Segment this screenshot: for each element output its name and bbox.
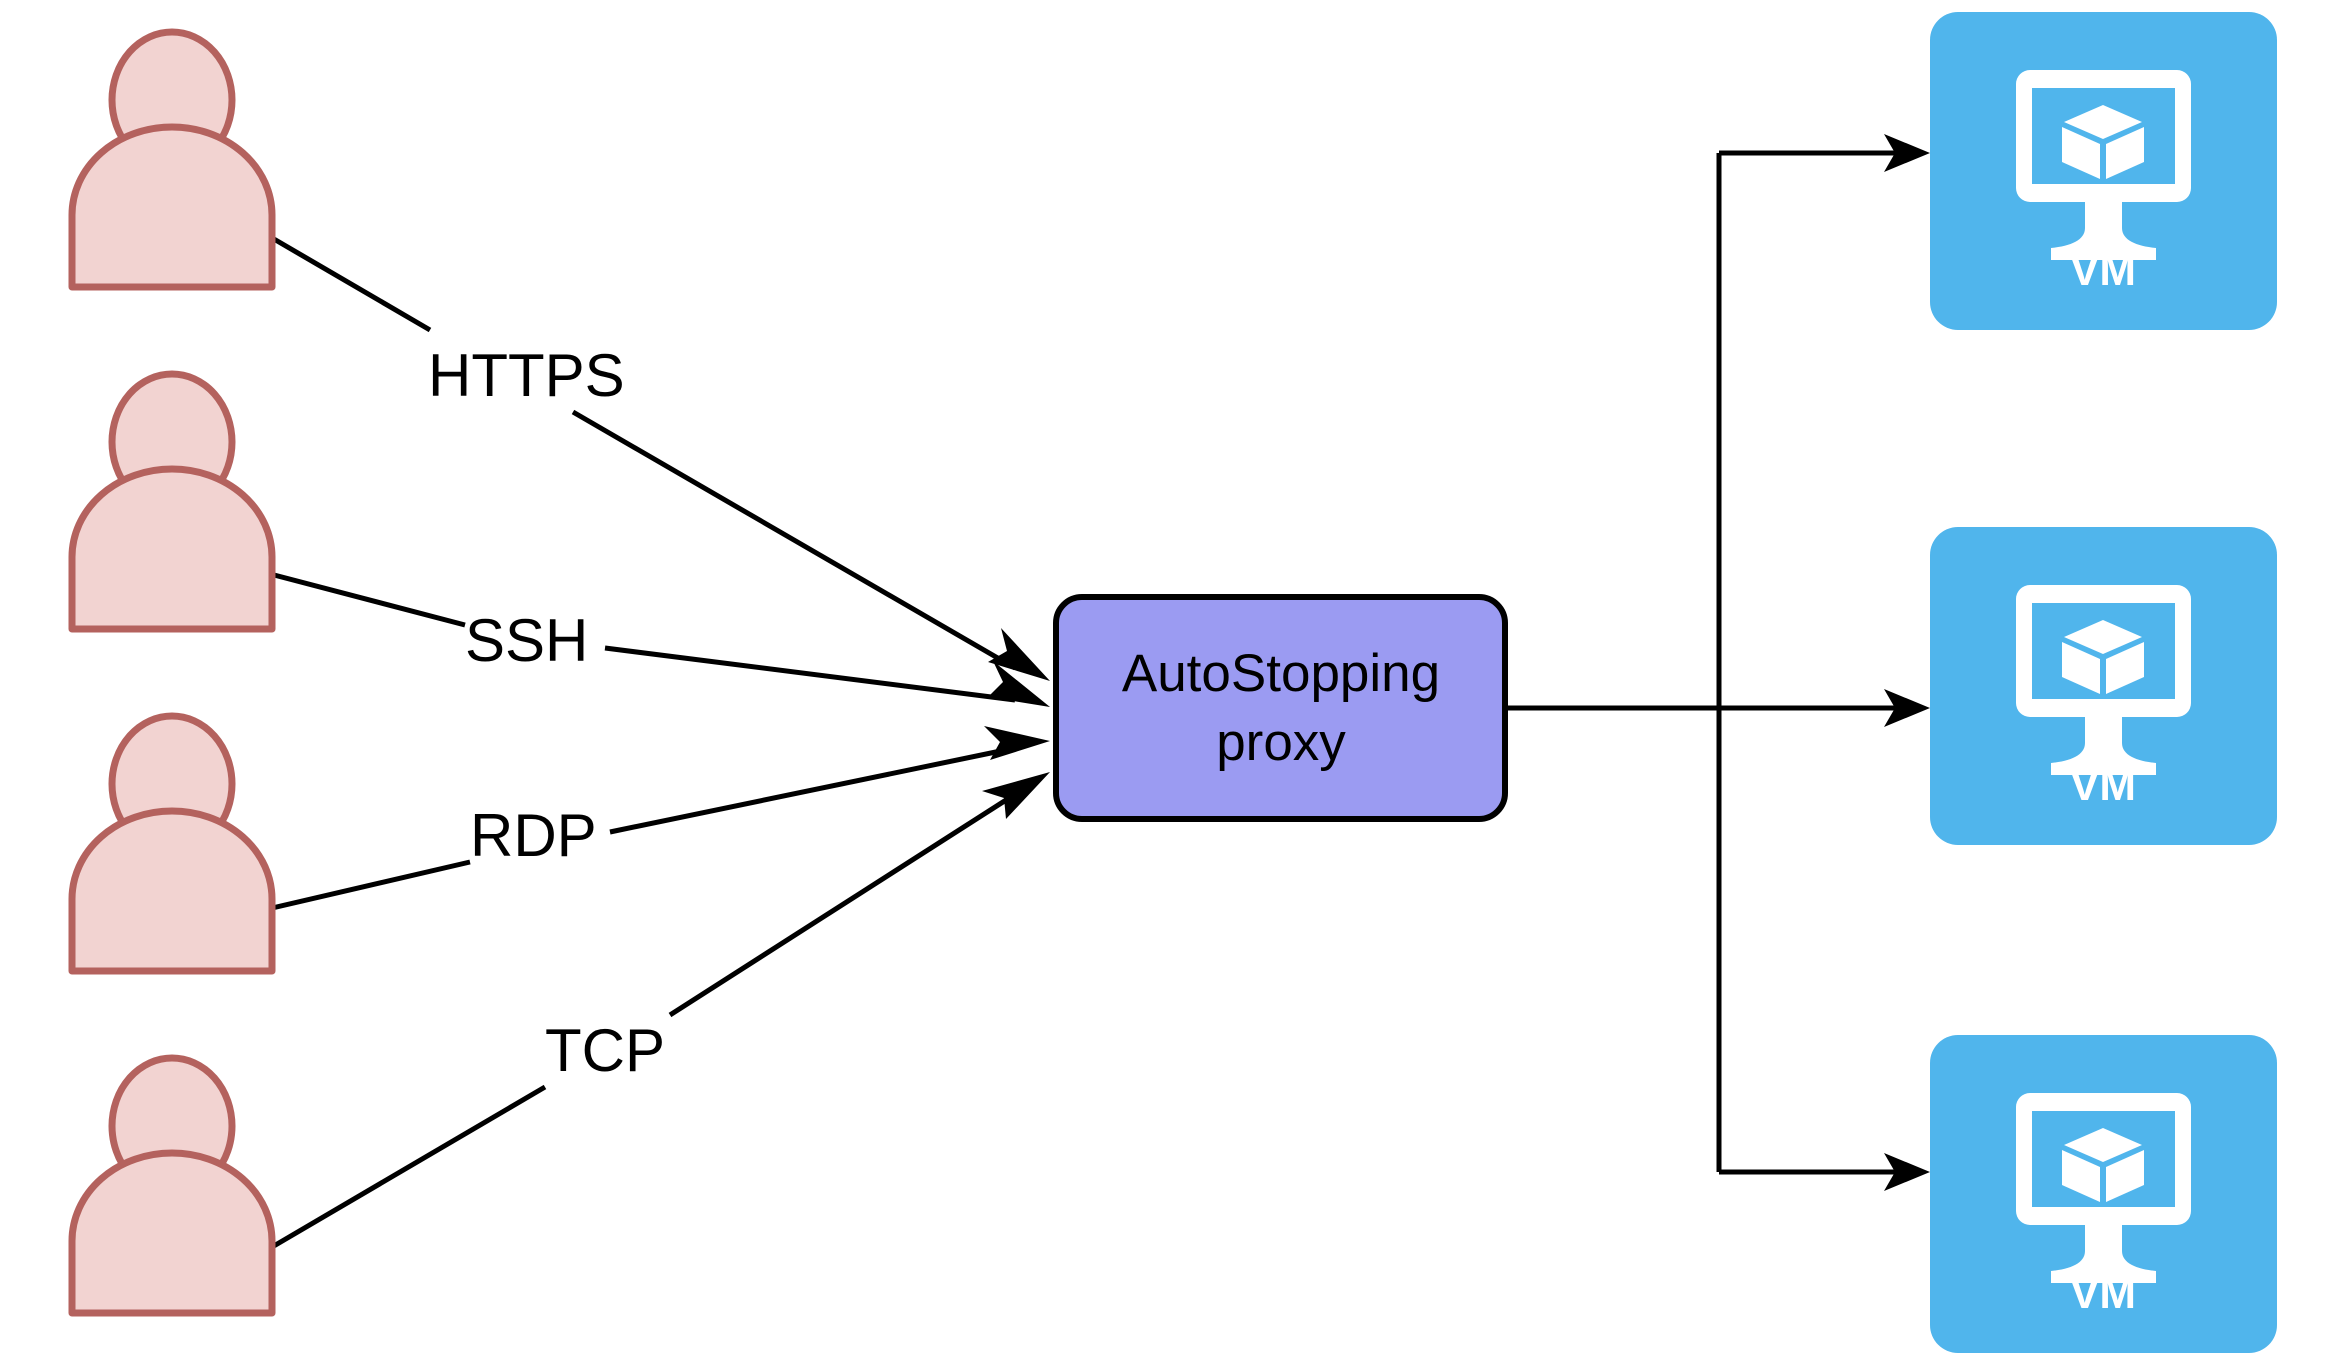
cube-right-face	[2106, 642, 2144, 694]
edge-branch-vm2-arrowhead	[1884, 689, 1930, 727]
edge-tcp-segment-b	[668, 790, 1019, 1018]
autostopping-proxy-node[interactable]: AutoStopping proxy	[1053, 594, 1508, 822]
cube-icon	[2062, 1128, 2144, 1202]
edge-https: HTTPS	[253, 225, 1050, 681]
edge-rdp-segment-a	[254, 859, 471, 915]
edge-rdp: RDP	[254, 726, 1050, 915]
edge-rdp-label: RDP	[470, 802, 597, 869]
cube-left-face	[2062, 127, 2100, 179]
monitor-cube-icon	[2016, 1093, 2191, 1283]
cube-right-face	[2106, 127, 2144, 179]
vm-node-2[interactable]: VM	[1930, 527, 2277, 845]
vm-node-3[interactable]: VM	[1930, 1035, 2277, 1353]
cube-icon	[2062, 620, 2144, 694]
edge-tcp-arrowhead	[982, 772, 1050, 819]
edge-ssh-segment-a	[254, 567, 466, 628]
edge-rdp-arrowhead	[984, 726, 1050, 760]
edge-branch-vm3-arrowhead	[1884, 1153, 1930, 1191]
edge-tcp-label: TCP	[545, 1017, 665, 1084]
vm-node-1[interactable]: VM	[1930, 12, 2277, 330]
cube-icon	[2062, 105, 2144, 179]
cube-right-face	[2106, 1150, 2144, 1202]
monitor-stand-icon	[2051, 1225, 2156, 1283]
edge-tcp-segment-a	[253, 1084, 547, 1260]
monitor-cube-icon	[2016, 585, 2191, 775]
monitor-frame-icon	[2016, 70, 2191, 202]
edge-https-segment-a	[253, 225, 432, 333]
person-body-icon	[68, 123, 276, 291]
edge-https-label: HTTPS	[428, 342, 625, 409]
proxy-box-shape	[1053, 594, 1508, 822]
vm-label: VM	[2070, 761, 2136, 810]
cube-top-face	[2064, 620, 2142, 654]
actor-3[interactable]	[68, 712, 276, 975]
person-body-icon	[68, 1149, 276, 1317]
cube-left-face	[2062, 642, 2100, 694]
edge-branch-vm1-arrowhead	[1884, 134, 1930, 172]
actor-1[interactable]	[68, 28, 276, 291]
person-body-icon	[68, 465, 276, 633]
person-body-icon	[68, 807, 276, 975]
edge-ssh: SSH	[254, 567, 1050, 707]
monitor-frame-icon	[2016, 585, 2191, 717]
vm-label: VM	[2070, 246, 2136, 295]
edge-ssh-arrowhead	[988, 661, 1050, 707]
cube-top-face	[2064, 1128, 2142, 1162]
edge-https-segment-b	[571, 409, 1017, 671]
edge-ssh-segment-b	[604, 645, 1016, 703]
proxy-label-line1: AutoStopping	[1122, 644, 1440, 703]
vm-label: VM	[2070, 1269, 2136, 1318]
cube-top-face	[2064, 105, 2142, 139]
edge-https-arrowhead	[988, 628, 1050, 681]
monitor-stand-icon	[2051, 717, 2156, 775]
cube-left-face	[2062, 1150, 2100, 1202]
actor-2[interactable]	[68, 370, 276, 633]
edge-proxy-to-vms	[1508, 134, 1930, 1191]
monitor-cube-icon	[2016, 70, 2191, 260]
monitor-frame-icon	[2016, 1093, 2191, 1225]
edge-rdp-segment-b	[609, 745, 1016, 835]
actor-4[interactable]	[68, 1054, 276, 1317]
edge-ssh-label: SSH	[465, 607, 588, 674]
edge-tcp: TCP	[253, 772, 1050, 1260]
monitor-stand-icon	[2051, 202, 2156, 260]
proxy-label-line2: proxy	[1216, 713, 1346, 772]
